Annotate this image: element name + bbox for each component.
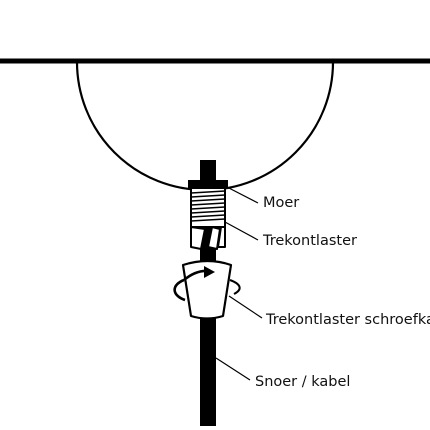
label-strain-relief: Trekontlaster [262,233,357,249]
label-nut: Moer [263,195,299,211]
leader-line-nut [224,185,259,204]
label-strain-relief-cap: Trekontlaster schroefkap [265,312,430,328]
nut [188,180,228,188]
leader-line-cap [228,295,263,319]
strain-relief-cap [181,259,233,320]
leader-lines [215,185,263,381]
rotation-arrow-icon [173,266,241,302]
strain-relief-fingers [190,226,226,250]
leader-line-strain-relief [224,221,259,241]
strain-relief-thread [190,187,226,228]
ceiling-line [0,58,430,64]
label-cord: Snoer / kabel [255,374,350,390]
leader-line-cord [215,357,251,381]
